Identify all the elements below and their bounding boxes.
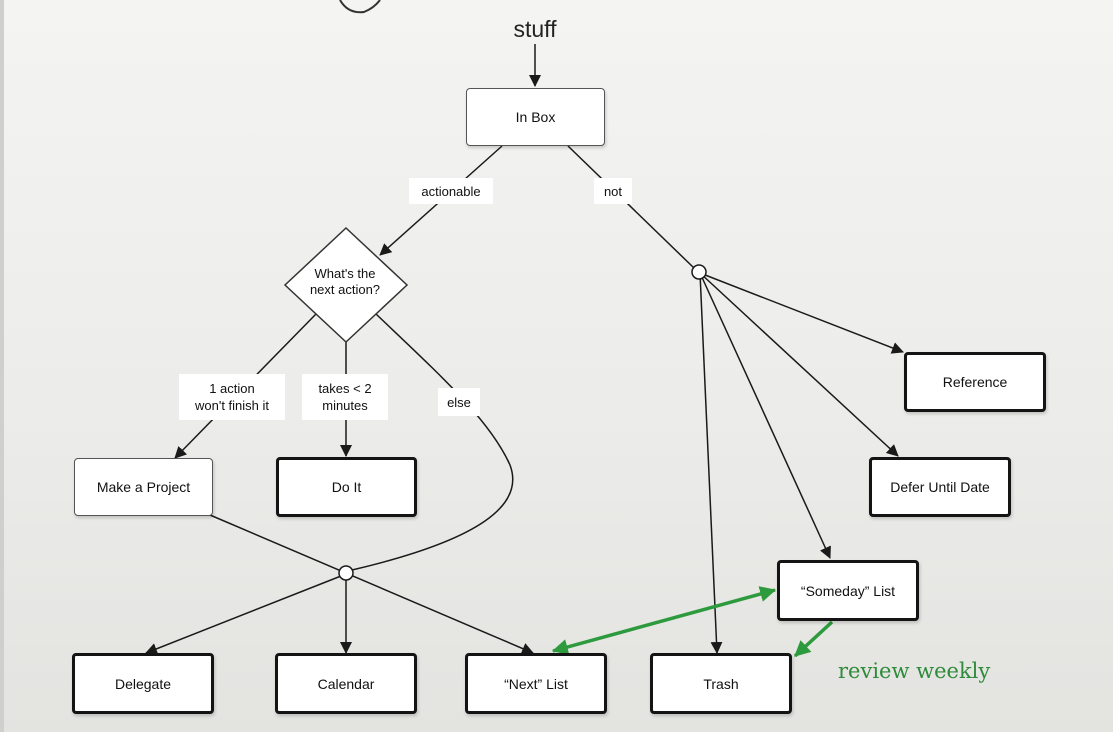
edge-label-one-action: 1 action won't finish it <box>179 374 285 420</box>
hub-actions <box>338 565 354 581</box>
do-it-node: Do It <box>276 457 417 517</box>
edge-not <box>567 145 695 269</box>
frame-edge <box>0 0 4 732</box>
edge-hub-reference <box>699 272 904 354</box>
edge-hub2-delegate <box>145 575 342 655</box>
reference-node: Reference <box>904 352 1046 412</box>
edge-hub-someday <box>699 272 831 559</box>
hub-not <box>691 264 707 280</box>
delegate-node: Delegate <box>72 653 214 714</box>
review-weekly-annotation: review weekly <box>838 659 991 683</box>
stuff-title: stuff <box>513 16 557 42</box>
edge-label-not: not <box>594 178 632 204</box>
edge-label-actionable: actionable <box>409 178 493 204</box>
edge-hub-defer <box>699 272 899 457</box>
decision-diamond <box>283 226 409 344</box>
decision-label: What's the next action? <box>309 266 381 297</box>
defer-node: Defer Until Date <box>869 457 1011 517</box>
edge-project-next <box>209 514 534 655</box>
next-list-node: “Next” List <box>465 653 607 714</box>
green-arrow-someday-next <box>551 586 777 655</box>
make-project-node: Make a Project <box>74 458 213 516</box>
calendar-node: Calendar <box>275 653 417 714</box>
edge-diamond-else <box>351 313 514 571</box>
trash-node: Trash <box>650 653 792 714</box>
edge-label-takes-less: takes < 2 minutes <box>302 374 388 420</box>
edge-hub-trash <box>699 272 723 654</box>
in-box-node: In Box <box>466 88 605 146</box>
edge-label-else: else <box>438 388 480 416</box>
someday-list-node: “Someday” List <box>777 560 919 621</box>
cropped-glyph <box>339 0 381 14</box>
green-arrow-someday-trash <box>793 620 834 658</box>
